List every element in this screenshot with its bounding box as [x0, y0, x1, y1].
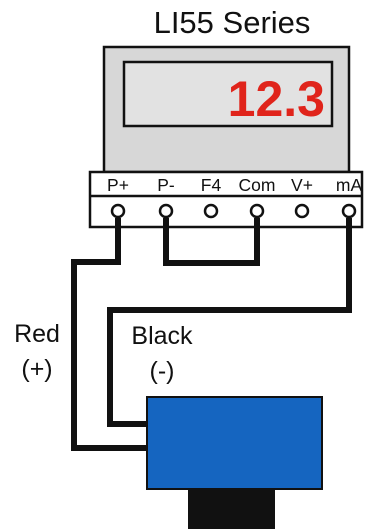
black-wire-label: Black [131, 322, 193, 350]
red-wire [71, 218, 150, 451]
terminal-label-v-plus: V+ [291, 175, 313, 195]
black-wire-polarity: (-) [150, 357, 175, 385]
terminal-label-p-plus: P+ [107, 175, 129, 195]
red-wire-label: Red [14, 320, 60, 348]
terminal-screw-com [249, 203, 265, 219]
transmitter-base [188, 489, 275, 529]
terminal-screw-p-minus [158, 203, 174, 219]
meter-display-window [122, 60, 334, 128]
terminal-block [88, 170, 364, 229]
terminal-label-ma: mA [336, 175, 363, 195]
terminal-screw-ma [341, 203, 357, 219]
terminal-label-p-minus: P- [157, 175, 175, 195]
terminal-label-com: Com [239, 175, 276, 195]
transmitter-body [146, 396, 323, 490]
terminal-screw-v-plus [294, 203, 310, 219]
jumper-wire-p-minus-com [163, 218, 260, 266]
terminal-screw-p-plus [110, 203, 126, 219]
red-wire-polarity: (+) [21, 355, 52, 383]
terminal-label-f4: F4 [201, 175, 222, 195]
black-wire [107, 218, 352, 427]
display-reading: 12.3 [228, 71, 325, 127]
diagram-title: LI55 Series [154, 5, 311, 40]
terminal-screw-f4 [203, 203, 219, 219]
